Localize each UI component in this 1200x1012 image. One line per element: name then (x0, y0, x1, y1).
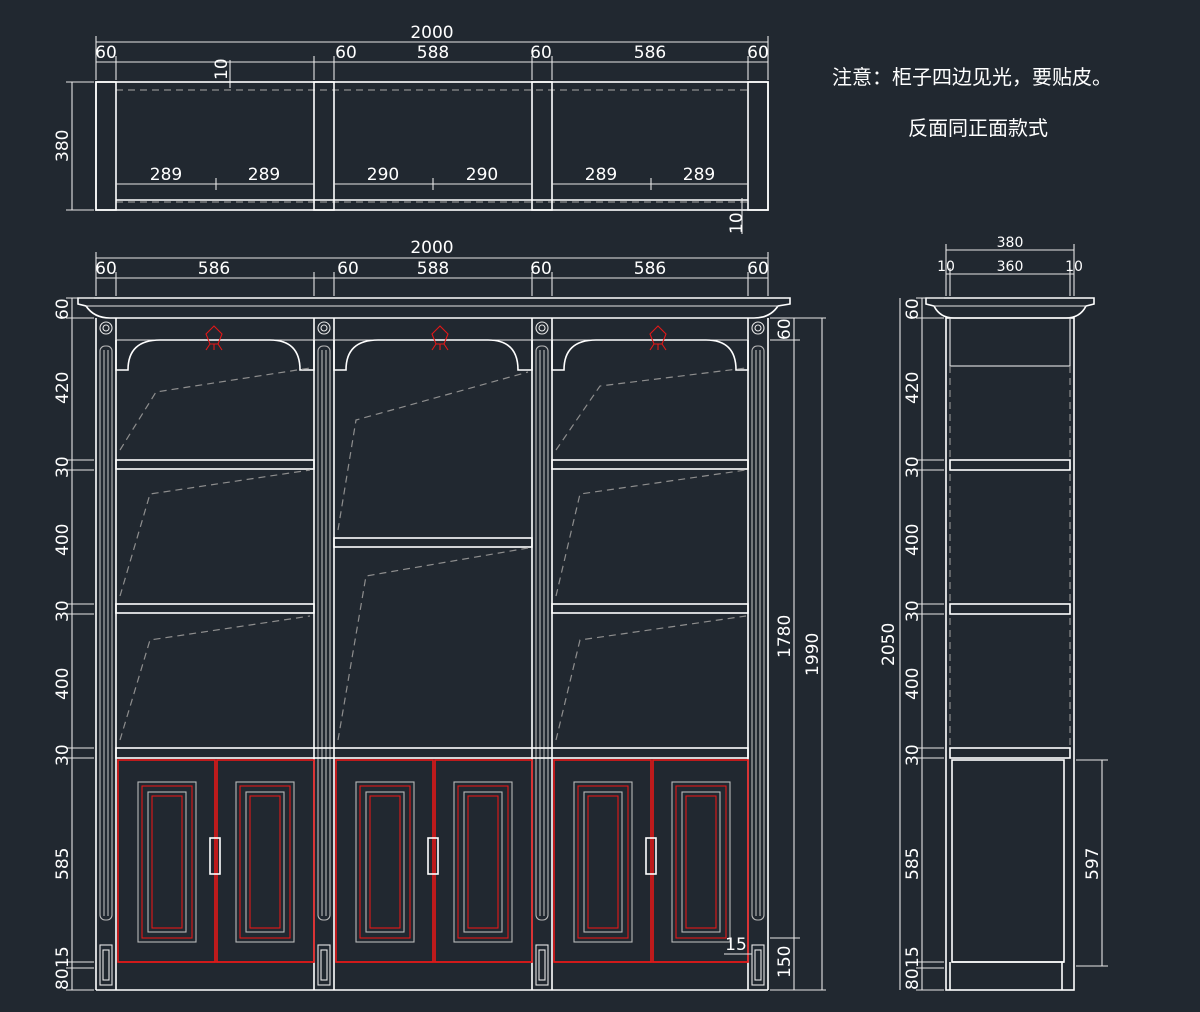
front-door-gap: 15 (725, 935, 747, 955)
front-h-8: 15 (53, 946, 73, 968)
side-door-height: 597 (1083, 848, 1103, 880)
notes: 注意：柜子四边见光，要贴皮。 反面同正面款式 (832, 65, 1112, 140)
plinth-blocks (99, 944, 765, 986)
arched-valances (115, 339, 749, 371)
carving-ornaments (205, 325, 667, 351)
side-h-8: 15 (903, 946, 923, 968)
front-h-6: 30 (53, 744, 73, 766)
front-h-3: 400 (53, 524, 73, 556)
door-panels (137, 781, 731, 943)
front-overall-width: 2000 (410, 238, 453, 258)
top-seg-3: 60 (530, 43, 552, 63)
side-h-0: 60 (903, 298, 923, 320)
top-seg-5: 60 (747, 43, 769, 63)
side-view: 380 10 360 10 60 420 (879, 235, 1108, 991)
side-h-9: 80 (903, 968, 923, 990)
rosettes (99, 321, 765, 335)
side-h-1: 420 (903, 372, 923, 404)
top-span-1: 289 (248, 165, 280, 185)
front-seg-2: 60 (337, 259, 359, 279)
side-seg-1: 360 (997, 259, 1024, 275)
top-seg-0: 60 (95, 43, 117, 63)
top-span-3: 290 (466, 165, 498, 185)
front-seg-4: 60 (530, 259, 552, 279)
top-seg-1: 60 (335, 43, 357, 63)
top-span-2: 290 (367, 165, 399, 185)
front-left-dims: 60 420 30 400 30 400 30 585 15 80 (53, 297, 94, 991)
front-h-5: 400 (53, 668, 73, 700)
front-r-3: 150 (775, 946, 795, 978)
front-h-4: 30 (53, 600, 73, 622)
side-seg-0: 10 (937, 259, 955, 275)
side-h-6: 30 (903, 744, 923, 766)
front-seg-5: 586 (634, 259, 666, 279)
side-h-2: 30 (903, 456, 923, 478)
front-h-0: 60 (53, 298, 73, 320)
front-seg-1: 586 (198, 259, 230, 279)
shelves (115, 459, 749, 759)
doors (117, 759, 749, 963)
top-span-0: 289 (150, 165, 182, 185)
front-seg-6: 60 (747, 259, 769, 279)
top-seg-4: 586 (634, 43, 666, 63)
side-h-7: 585 (903, 848, 923, 880)
door-handle (645, 837, 657, 875)
front-r-1: 1780 (775, 615, 795, 658)
top-inset-bottom: 10 (727, 212, 747, 234)
top-span-5: 289 (683, 165, 715, 185)
front-h-2: 30 (53, 456, 73, 478)
front-r-2: 1990 (803, 633, 823, 676)
front-r-0: 60 (775, 318, 795, 340)
note-veneer: 注意：柜子四边见光，要贴皮。 (832, 65, 1112, 89)
side-h-5: 400 (903, 668, 923, 700)
front-h-7: 585 (53, 848, 73, 880)
door-handle (427, 837, 439, 875)
top-inset-top: 10 (212, 58, 232, 80)
side-overall-depth: 380 (997, 235, 1024, 251)
side-h-4: 30 (903, 600, 923, 622)
door-handle (209, 837, 221, 875)
top-seg-2: 588 (417, 43, 449, 63)
front-right-dims: 60 1780 1990 150 (770, 317, 826, 991)
note-back-same: 反面同正面款式 (908, 116, 1048, 140)
top-depth: 380 (53, 130, 73, 162)
front-seg-0: 60 (95, 259, 117, 279)
side-h-3: 400 (903, 524, 923, 556)
front-seg-3: 588 (417, 259, 449, 279)
top-span-4: 289 (585, 165, 617, 185)
front-view: 2000 60 586 60 588 60 586 60 (53, 238, 826, 991)
top-overall-width: 2000 (410, 23, 453, 43)
side-seg-2: 10 (1065, 259, 1083, 275)
side-total-height: 2050 (879, 623, 899, 666)
front-h-1: 420 (53, 372, 73, 404)
top-view: 2000 60 60 588 60 586 60 10 289 (53, 23, 769, 234)
front-h-9: 80 (53, 968, 73, 990)
glass-reflections (119, 367, 747, 741)
fluted-columns (99, 345, 765, 921)
